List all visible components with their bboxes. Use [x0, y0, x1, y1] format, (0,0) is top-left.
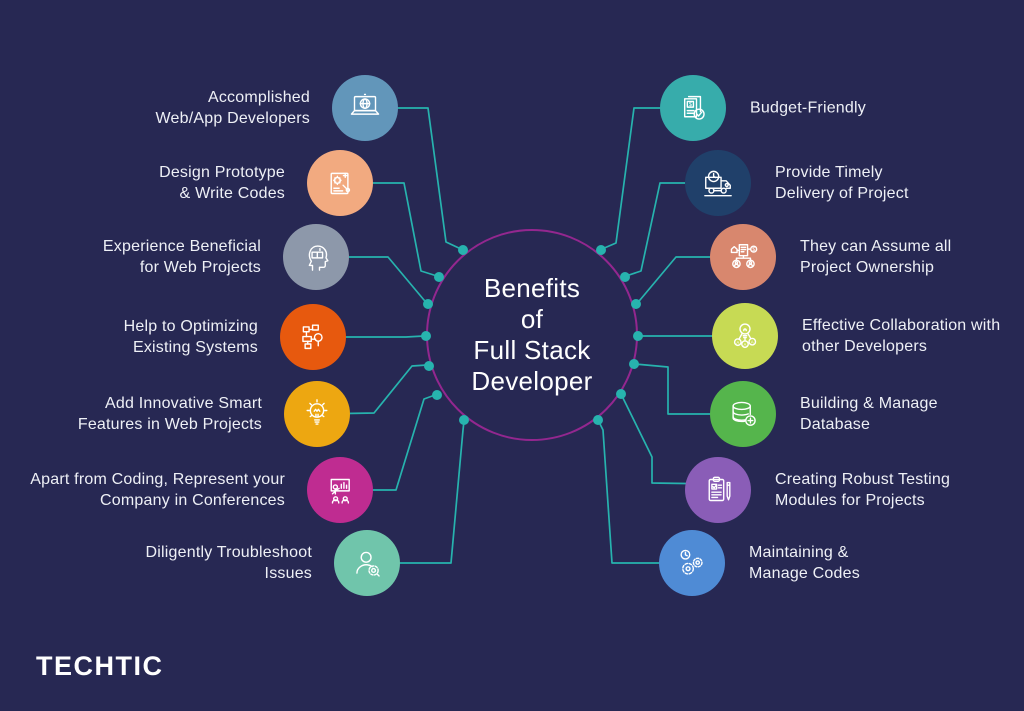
benefit-label: Provide Timely Delivery of Project [775, 164, 909, 202]
benefit-label: Maintaining & Manage Codes [749, 544, 860, 582]
connector-dot [633, 331, 643, 341]
benefit-icon-circle [685, 457, 751, 523]
benefit-icon-circle [659, 530, 725, 596]
benefit-icon-circle [284, 381, 350, 447]
svg-text:A: A [751, 339, 754, 344]
connector-line [366, 420, 465, 564]
delivery-truck-icon [704, 170, 732, 197]
connector-dot [421, 331, 431, 341]
svg-text:A: A [744, 342, 747, 347]
techtic-logo: TECHTIC [36, 651, 164, 681]
benefit-icon-circle: $ [710, 224, 776, 290]
benefit-icon-circle [710, 381, 776, 447]
benefit-label: Building & Manage Database [800, 395, 938, 433]
benefit-icon-circle [307, 457, 373, 523]
clipboard-checklist-icon [708, 476, 731, 502]
benefit-icon-circle [307, 150, 373, 216]
connector-dot [432, 390, 442, 400]
connector-dot [423, 299, 433, 309]
connector-dot [593, 415, 603, 425]
connector-dot [616, 389, 626, 399]
workflow-optimize-icon [302, 324, 323, 350]
database-plus-icon [732, 401, 756, 426]
benefit-label: Apart from Coding, Represent your Compan… [30, 471, 285, 509]
benefit-label: Creating Robust Testing Modules for Proj… [775, 471, 951, 509]
connector-dot [631, 299, 641, 309]
connector-line [634, 363, 744, 415]
connector-dot [596, 245, 606, 255]
center-title: Benefits of Full Stack Developer [471, 273, 593, 396]
benefit-label: Diligently Troubleshoot Issues [145, 544, 312, 582]
benefit-label: They can Assume all Project Ownership [800, 238, 952, 276]
connector-dot [424, 361, 434, 371]
lightbulb-idea-icon [306, 399, 328, 425]
svg-text:$: $ [752, 247, 755, 253]
org-structure-icon: $ [730, 244, 758, 269]
benefit-icon-circle [283, 224, 349, 290]
connector-dot [434, 272, 444, 282]
head-knowledge-icon [308, 245, 329, 271]
connector-dot [459, 415, 469, 425]
svg-text:$: $ [689, 102, 693, 108]
connector-dot [458, 245, 468, 255]
connector-dot [620, 272, 630, 282]
benefit-label: Effective Collaboration with other Devel… [802, 317, 1001, 355]
benefit-icon-circle: $ [660, 75, 726, 141]
benefit-label: Budget-Friendly [750, 99, 866, 117]
person-gear-icon [356, 551, 380, 577]
presentation-icon [330, 478, 350, 504]
benefit-icon-circle [332, 75, 398, 141]
invoice-check-icon: $ [683, 95, 705, 120]
benefit-label: Help to Optimizing Existing Systems [123, 318, 258, 356]
connector-line [598, 421, 693, 564]
benefit-label: Design Prototype & Write Codes [159, 164, 285, 202]
blueprint-tools-icon [330, 172, 351, 195]
benefit-label: Accomplished Web/App Developers [155, 89, 310, 127]
connector-dot [629, 359, 639, 369]
svg-text:A: A [736, 340, 739, 345]
benefit-icon-circle [280, 304, 346, 370]
benefit-icon-circle [334, 530, 400, 596]
gears-clock-icon [680, 549, 703, 575]
laptop-globe-icon [350, 93, 380, 115]
benefit-icon-circle [685, 150, 751, 216]
benefit-label: Add Innovative Smart Features in Web Pro… [77, 395, 262, 433]
benefit-label: Experience Beneficial for Web Projects [102, 238, 261, 276]
